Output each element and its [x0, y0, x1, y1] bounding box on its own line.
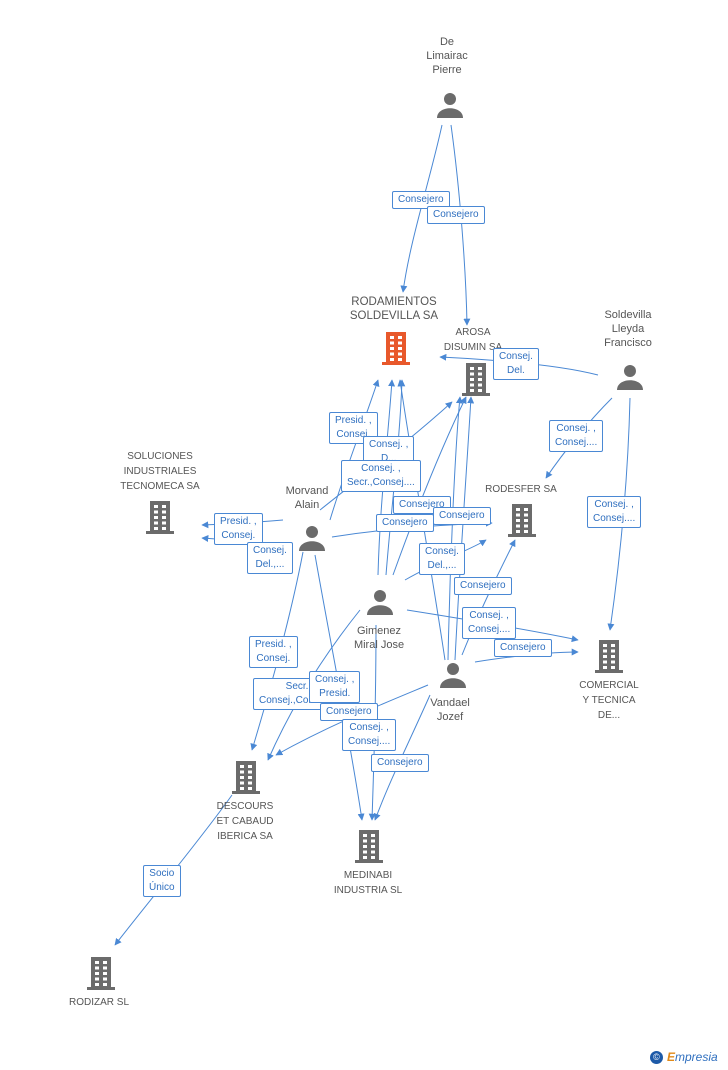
- edge-label[interactable]: Consej. Del.: [493, 348, 539, 380]
- node-label-arosa[interactable]: AROSA DISUMIN SA: [443, 327, 502, 353]
- node-label-vandael[interactable]: Vandael Jozef: [430, 697, 470, 723]
- node-label-rodesfer[interactable]: RODESFER SA: [485, 484, 557, 495]
- edge-label[interactable]: Consejero: [392, 191, 450, 209]
- brand-initial: E: [667, 1050, 676, 1064]
- edge-delimairac-rodamientos: [400, 124, 443, 293]
- edge-delimairac-arosa: [450, 124, 471, 326]
- building-icon-descours[interactable]: [232, 761, 260, 794]
- building-icon-rodamientos[interactable]: [382, 332, 410, 365]
- node-label-medinabi[interactable]: MEDINABI INDUSTRIA SL: [333, 870, 403, 896]
- person-icon-de-limairac: [437, 93, 463, 118]
- node-label-comercial[interactable]: COMERCIAL Y TECNICA DE...: [579, 680, 639, 721]
- building-icon-comercial[interactable]: [595, 640, 623, 673]
- node-label-rodizar[interactable]: RODIZAR SL: [68, 997, 130, 1008]
- node-label-descours[interactable]: DESCOURS ET CABAUD IBERICA SA: [216, 801, 274, 842]
- edge-label[interactable]: Consejero: [427, 206, 485, 224]
- node-label-gimenez[interactable]: Gimenez Miral Jose: [353, 625, 405, 651]
- node-label-de-limairac[interactable]: De Limairac Pierre: [426, 36, 468, 76]
- person-icon-gimenez: [367, 590, 393, 615]
- edge-label[interactable]: Consejero: [454, 577, 512, 595]
- edge-morvand-rodamientos: [329, 379, 380, 521]
- edge-label[interactable]: Presid. , Consej.: [214, 513, 263, 545]
- person-icon-soldevilla: [617, 365, 643, 390]
- node-label-morvand[interactable]: Morvand Alain: [285, 485, 329, 511]
- edge-label[interactable]: Consejero: [433, 507, 491, 525]
- copyright-icon: ©: [650, 1051, 663, 1065]
- brand-logo: © Empresia: [650, 1050, 718, 1065]
- brand-name: mpresia: [675, 1050, 718, 1064]
- edge-label[interactable]: Consej. Del.,...: [419, 543, 465, 575]
- edge-label[interactable]: Consej. Del.,...: [247, 542, 293, 574]
- node-label-rodamientos[interactable]: RODAMIENTOS SOLDEVILLA SA: [349, 296, 439, 322]
- building-icon-rodizar[interactable]: [87, 957, 115, 990]
- edge-label[interactable]: Consej. , Secr.,Consej....: [341, 460, 421, 492]
- edge-label[interactable]: Consej. , Consej....: [462, 607, 517, 639]
- edge-label[interactable]: Consej. , Consej....: [587, 496, 642, 528]
- edge-label[interactable]: Consejero: [376, 514, 434, 532]
- building-icon-arosa[interactable]: [462, 363, 490, 396]
- building-icon-rodesfer[interactable]: [508, 504, 536, 537]
- edge-label[interactable]: Consej. , Consej....: [342, 719, 397, 751]
- person-icon-morvand: [299, 526, 325, 551]
- node-label-soluciones[interactable]: SOLUCIONES INDUSTRIALES TECNOMECA SA: [120, 451, 200, 492]
- node-label-soldevilla[interactable]: Soldevilla Lleyda Francisco: [604, 309, 652, 349]
- edge-label[interactable]: Consejero: [494, 639, 552, 657]
- edge-vandael-arosa-2: [447, 396, 463, 661]
- edge-label[interactable]: Presid. , Consej.: [249, 636, 298, 668]
- edge-label[interactable]: Consej. , Consej....: [549, 420, 604, 452]
- person-icon-vandael: [440, 663, 466, 688]
- edge-label[interactable]: Socio Único: [143, 865, 181, 897]
- building-icon-soluciones[interactable]: [146, 501, 174, 534]
- building-icon-medinabi[interactable]: [355, 830, 383, 863]
- edge-label[interactable]: Consejero: [371, 754, 429, 772]
- edge-label[interactable]: Consej. , Presid.: [309, 671, 361, 703]
